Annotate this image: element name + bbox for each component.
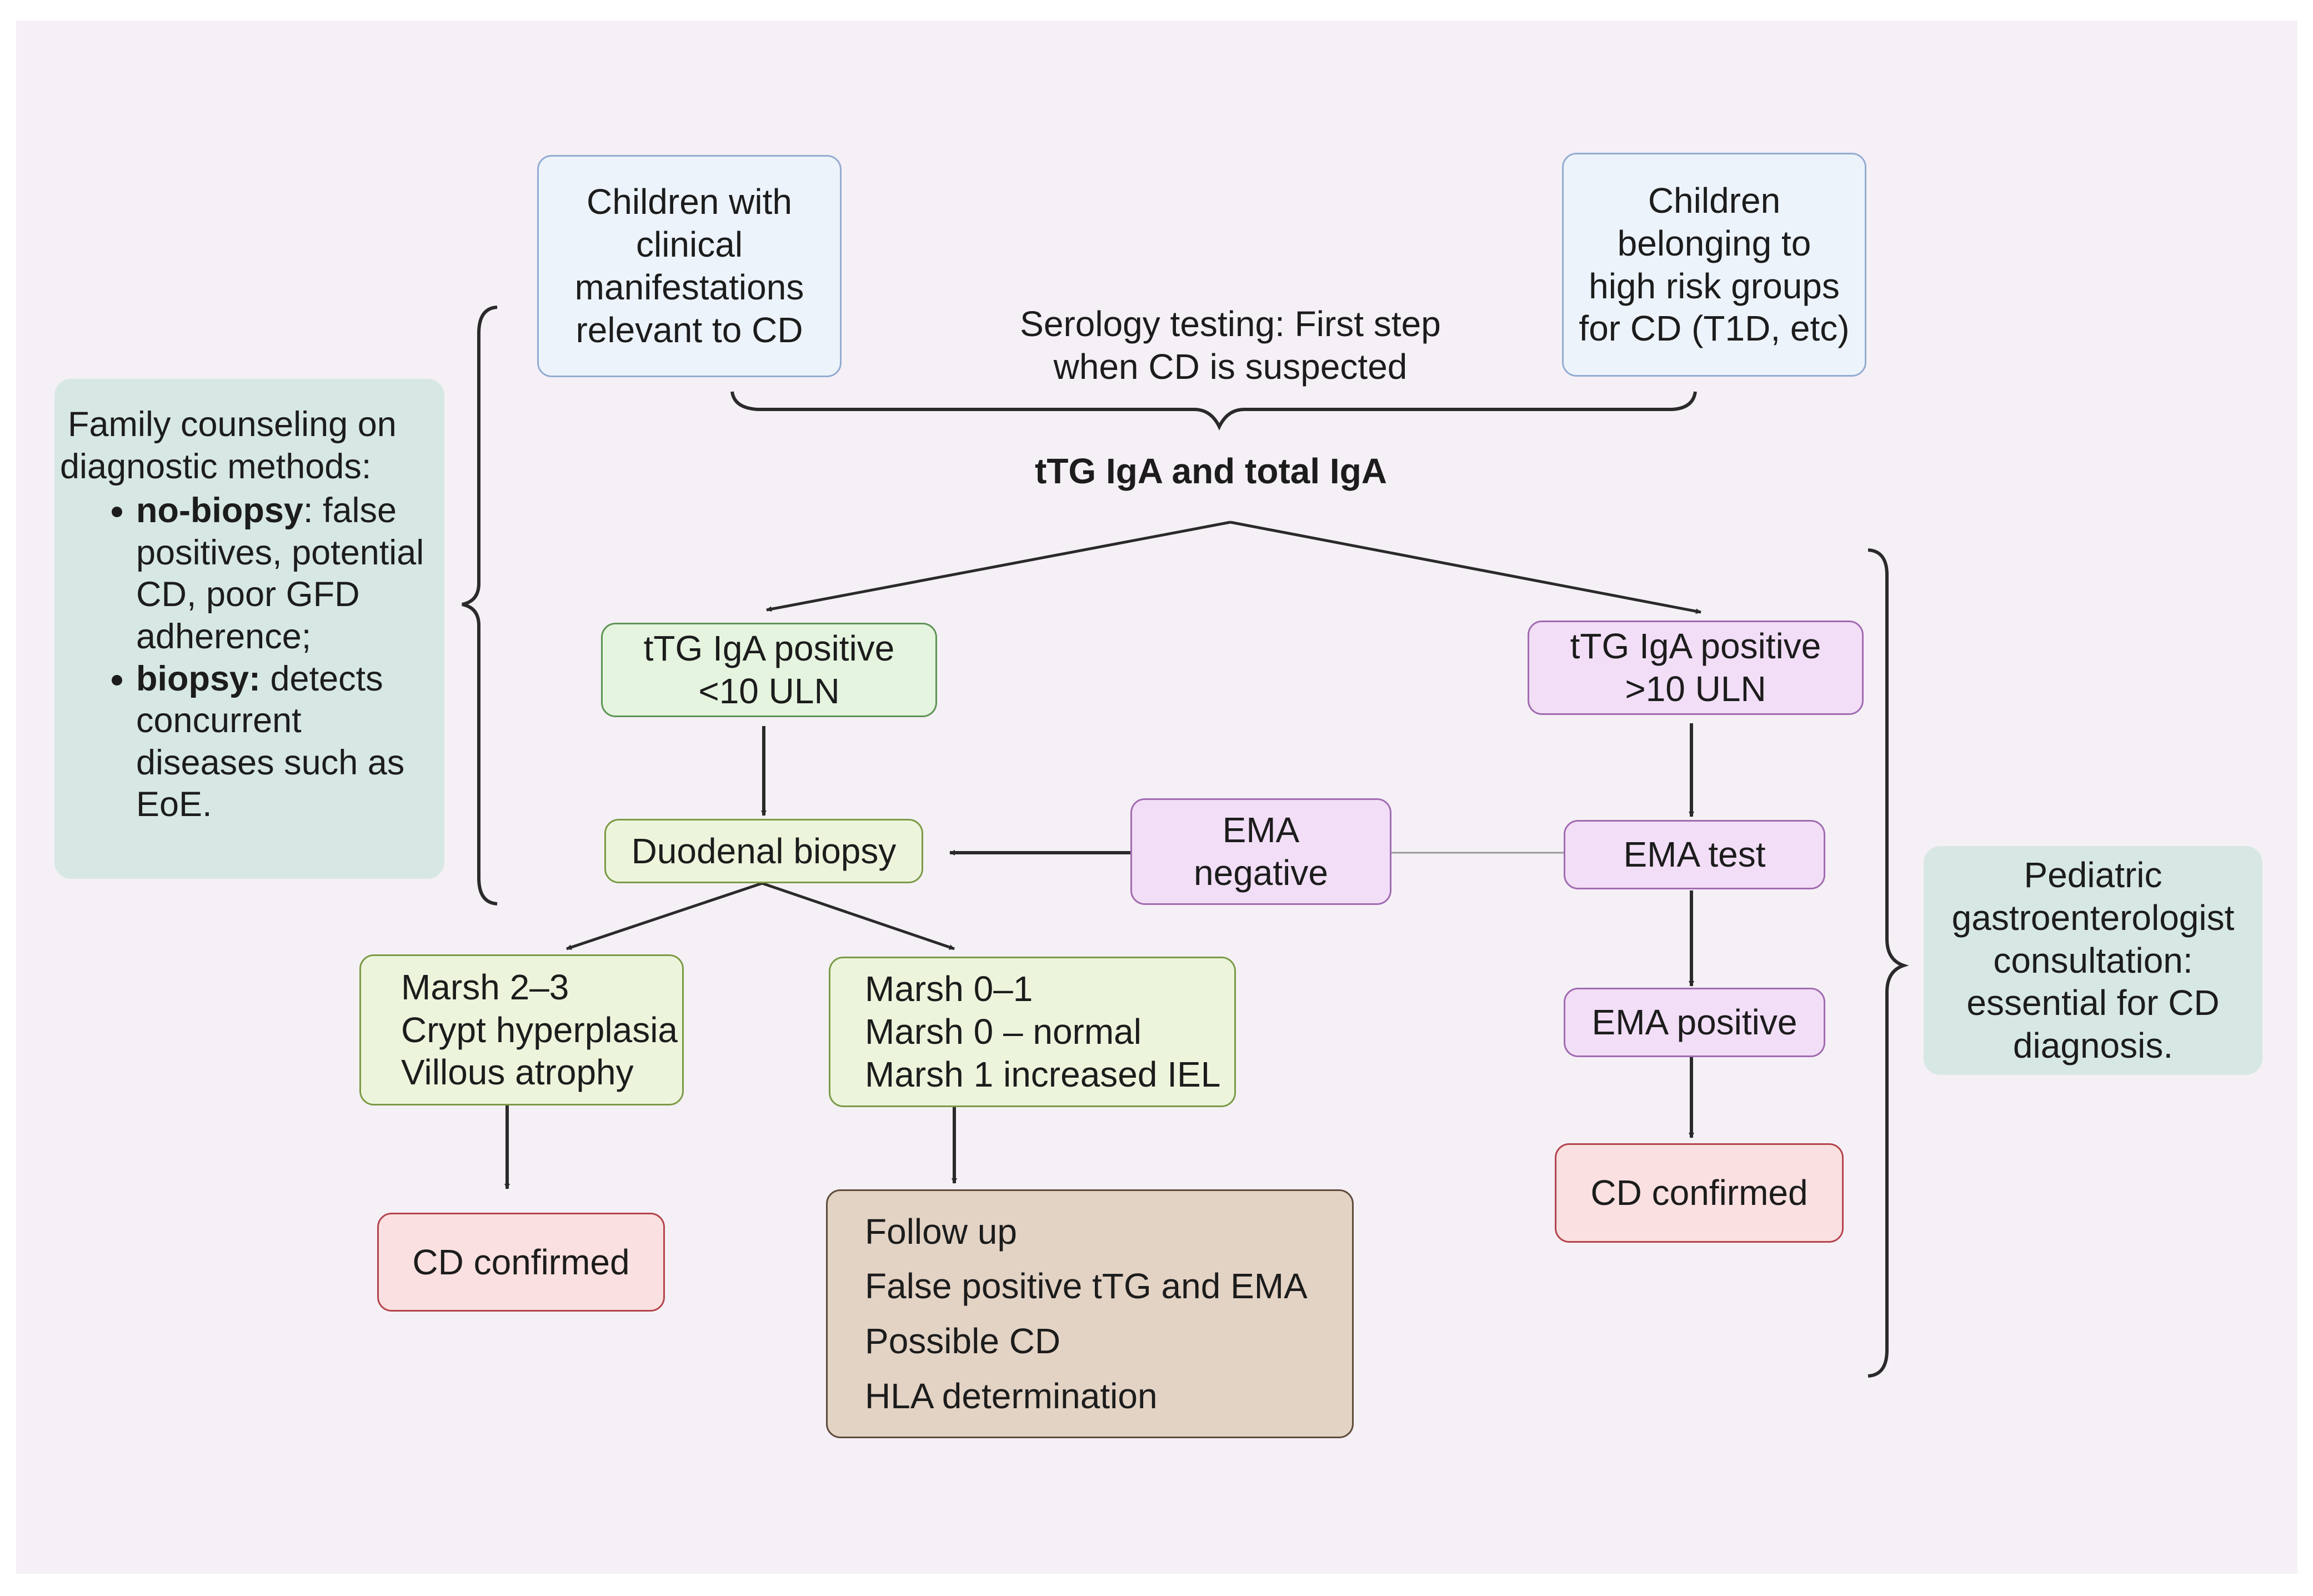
text-line: Crypt hyperplasia	[401, 1009, 678, 1050]
ttg-high-box: tTG IgA positive >10 ULN	[1528, 621, 1864, 715]
text-line: HLA determination	[865, 1375, 1158, 1416]
text-line: Children	[1648, 180, 1781, 221]
text-line: Duodenal biopsy	[631, 830, 897, 871]
text-line: Marsh 2–3	[401, 967, 569, 1007]
pediatric-consult-brace	[1868, 548, 1909, 1378]
text-line: >10 ULN	[1625, 669, 1766, 709]
list-item: biopsy: detects concurrent diseases such…	[136, 658, 433, 826]
text-line: for CD (T1D, etc)	[1579, 308, 1850, 349]
text-line: diagnostic methods:	[60, 447, 372, 486]
text-line: tTG IgA positive	[1570, 626, 1821, 667]
text-line: manifestations	[574, 267, 804, 307]
children-risk-box: Children belonging to high risk groups f…	[1562, 153, 1866, 377]
arrow-to-marsh-01	[762, 882, 955, 950]
text-line: False positive tTG and EMA	[865, 1266, 1308, 1307]
list-item-text: : false positives, potential CD, poor GF…	[136, 491, 424, 656]
text-line: Serology testing: First step	[1020, 304, 1441, 344]
marsh-23-box: Marsh 2–3 Crypt hyperplasia Villous atro…	[359, 954, 684, 1105]
text-line: EMA	[1222, 810, 1300, 850]
text-line: relevant to CD	[575, 309, 803, 350]
arrow-to-ttg-low	[766, 521, 1231, 612]
ema-positive-box: EMA positive	[1564, 988, 1825, 1057]
children-clinical-box: Children with clinical manifestations re…	[537, 155, 842, 377]
text-line: Possible CD	[865, 1321, 1061, 1361]
text-line: CD confirmed	[412, 1242, 630, 1282]
arrow-to-marsh-23	[566, 882, 763, 950]
text-line: diagnosis.	[2012, 1025, 2174, 1066]
text-line: EMA test	[1623, 834, 1766, 875]
text-line: negative	[1194, 853, 1328, 893]
serology-note: Serology testing: First step when CD is …	[944, 303, 1516, 388]
text-line: EMA positive	[1591, 1002, 1798, 1043]
list-item-text: detects concurrent diseases such as EoE.	[136, 659, 405, 824]
text-line: tTG IgA and total IgA	[1035, 451, 1387, 491]
ttg-total-iga-label: tTG IgA and total IgA	[944, 450, 1478, 493]
follow-up-box: Follow up False positive tTG and EMA Pos…	[826, 1189, 1354, 1438]
text-line: consultation:	[1993, 940, 2193, 980]
text-line: Family counseling on	[68, 405, 397, 444]
ttg-low-box: tTG IgA positive <10 ULN	[601, 623, 937, 717]
text-line: Marsh 0 – normal	[865, 1012, 1142, 1052]
list-item: no-biopsy: false positives, potential CD…	[136, 490, 433, 658]
text-line: tTG IgA positive	[643, 628, 895, 669]
text-line: Children with	[587, 182, 792, 222]
text-line: Marsh 0–1	[865, 969, 1033, 1009]
duodenal-biopsy-box: Duodenal biopsy	[604, 819, 923, 883]
text-line: Pediatric	[2024, 855, 2162, 895]
family-counseling-brace	[462, 306, 498, 905]
marsh-01-box: Marsh 0–1 Marsh 0 – normal Marsh 1 incre…	[829, 957, 1236, 1107]
arrow-to-ttg-high	[1230, 521, 1701, 614]
cd-confirmed-left-box: CD confirmed	[377, 1213, 665, 1312]
text-line: Follow up	[865, 1211, 1017, 1252]
text-line: essential for CD	[1966, 983, 2220, 1023]
text-line: clinical	[635, 224, 743, 265]
text-line: CD confirmed	[1590, 1173, 1808, 1213]
text-line: belonging to	[1617, 223, 1811, 263]
text-line: Villous atrophy	[401, 1052, 634, 1093]
text-line: <10 ULN	[698, 671, 840, 711]
text-line: Marsh 1 increased IEL	[865, 1054, 1221, 1094]
text-line: when CD is suspected	[1053, 346, 1408, 387]
ema-negative-box: EMA negative	[1130, 798, 1391, 905]
cd-confirmed-right-box: CD confirmed	[1555, 1143, 1844, 1243]
list-item-keyword: no-biopsy	[136, 491, 303, 531]
text-line: gastroenterologist	[1951, 897, 2235, 938]
ema-test-box: EMA test	[1564, 820, 1825, 889]
pediatric-consult-box: Pediatric gastroenterologist consultatio…	[1924, 846, 2262, 1075]
list-item-keyword: biopsy:	[136, 659, 261, 698]
family-counseling-list: no-biopsy: false positives, potential CD…	[60, 490, 433, 826]
serology-brace	[730, 391, 1697, 431]
text-line: high risk groups	[1589, 266, 1840, 306]
family-counseling-box: Family counseling on diagnostic methods:…	[54, 379, 444, 879]
